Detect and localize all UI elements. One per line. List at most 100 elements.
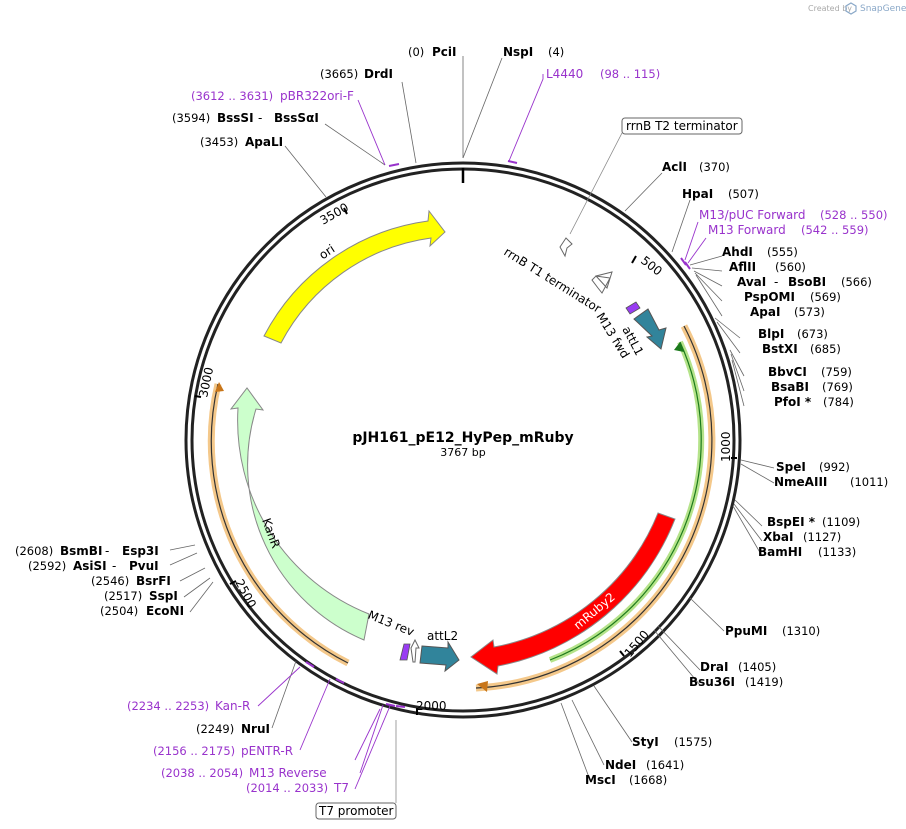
primer-pentr-r[interactable]: (2156 .. 2175) pENTR-R — [153, 744, 293, 758]
primer-range: (2234 .. 2253) — [127, 699, 209, 713]
feature-m13-fwd[interactable] — [625, 301, 641, 315]
site-pspomi[interactable]: PspOMI (569) — [744, 290, 841, 304]
site-ndei[interactable]: NdeI (1641) — [605, 758, 684, 772]
snapgene-logo-icon — [845, 2, 857, 15]
site-msci[interactable]: MscI (1668) — [585, 773, 667, 787]
site-enzyme: PciI — [432, 45, 457, 59]
site-pos: (1668) — [629, 773, 667, 787]
site-acli[interactable]: AclI (370) — [662, 160, 730, 174]
site-enzyme: BbvCI — [768, 365, 807, 379]
site-enzyme: Bsu36I — [689, 675, 735, 689]
site-drai[interactable]: DraI (1405) — [700, 660, 776, 674]
site-nrui[interactable]: (2249) NruI — [196, 722, 270, 736]
site-pos: (507) — [728, 187, 759, 201]
primer-range: (2156 .. 2175) — [153, 744, 235, 758]
primer-name: M13 Forward — [708, 223, 786, 237]
feature-rrnb-t2[interactable] — [559, 237, 573, 258]
site-pos: (1405) — [738, 660, 776, 674]
site-drdi[interactable]: (3665) DrdI — [320, 67, 393, 81]
site-sspi[interactable]: (2517) SspI — [104, 589, 178, 603]
backbone-outer — [184, 161, 742, 719]
primer-name: pENTR-R — [241, 744, 293, 758]
primer-m13-reverse[interactable]: (2038 .. 2054) M13 Reverse — [161, 766, 327, 780]
feature-m13-rev[interactable] — [399, 643, 411, 661]
site-bstxi[interactable]: BstXI (685) — [762, 342, 841, 356]
primer-range: (3612 .. 3631) — [191, 89, 273, 103]
site-enzyme: BsaBI — [771, 380, 809, 394]
map-length: 3767 bp — [440, 446, 485, 459]
primer-kan-r[interactable]: (2234 .. 2253) Kan-R — [127, 699, 250, 713]
primer-leader-lines — [257, 74, 707, 790]
feature-attl2[interactable] — [419, 640, 460, 673]
site-bspei[interactable]: BspEI * (1109) — [767, 515, 860, 529]
site-enzyme: NspI — [503, 45, 533, 59]
site-nspi[interactable]: NspI (4) — [503, 45, 564, 59]
site-bsu36i[interactable]: Bsu36I (1419) — [689, 675, 783, 689]
tick-label-3500: 3500 — [318, 200, 351, 227]
site-bamhi[interactable]: BamHI (1133) — [758, 545, 856, 559]
site-avai[interactable]: AvaI - BsoBI (566) — [737, 275, 872, 289]
site-pos: (1575) — [674, 735, 712, 749]
primer-pbr322ori-f[interactable]: (3612 .. 3631) pBR322ori-F — [191, 89, 354, 103]
site-enzyme: MscI — [585, 773, 616, 787]
site-pfoi[interactable]: PfoI * (784) — [774, 395, 854, 409]
site-bbvci[interactable]: BbvCI (759) — [768, 365, 852, 379]
feature-rrnb-t1[interactable] — [591, 271, 613, 294]
site-enzyme: BamHI — [758, 545, 802, 559]
site-blpi[interactable]: BlpI (673) — [758, 327, 828, 341]
feature-t7-promoter[interactable] — [410, 638, 420, 663]
credit-prefix: Created by — [808, 4, 852, 13]
site-pos: (1127) — [803, 530, 841, 544]
primer-m13-puc-forward[interactable]: M13/pUC Forward (528 .. 550) — [699, 208, 888, 222]
feature-kanr[interactable] — [229, 387, 370, 641]
site-nmeaiii[interactable]: NmeAIII (1011) — [774, 475, 888, 489]
site-pos: (1011) — [850, 475, 888, 489]
site-enzyme: PfoI * — [774, 395, 812, 409]
site-spei[interactable]: SpeI (992) — [776, 460, 850, 474]
site-econi[interactable]: (2504) EcoNI — [100, 604, 184, 618]
site-pos: (2504) — [100, 604, 138, 618]
site-bsmbi[interactable]: (2608) BsmBI - Esp3I — [15, 544, 159, 558]
site-hpai[interactable]: HpaI (507) — [682, 187, 759, 201]
site-enzyme: StyI — [632, 735, 659, 749]
site-pos: (1109) — [822, 515, 860, 529]
site-enzyme: PspOMI — [744, 290, 795, 304]
site-pos: (569) — [810, 290, 841, 304]
site-apali[interactable]: (3453) ApaLI — [200, 135, 283, 149]
primer-name: L4440 — [546, 67, 583, 81]
site-pos: (3594) — [172, 111, 210, 125]
site-ppumi[interactable]: PpuMI (1310) — [725, 624, 820, 638]
site-pos: (673) — [797, 327, 828, 341]
site-sep: - — [774, 275, 778, 289]
feature-attl1[interactable] — [633, 308, 667, 350]
site-pos: (759) — [821, 365, 852, 379]
tick-label-3000: 3000 — [196, 366, 216, 399]
site-bsssi[interactable]: (3594) BssSI - BssSαI — [172, 111, 319, 125]
site-enzyme: AflII — [729, 260, 756, 274]
site-bsabi[interactable]: BsaBI (769) — [771, 380, 853, 394]
site-bsrfi[interactable]: (2546) BsrFI — [91, 574, 171, 588]
feature-label-rrnb-t1: rrnB T1 terminator — [501, 245, 603, 316]
feature-label-attl2: attL2 — [427, 629, 458, 643]
site-apai[interactable]: ApaI (573) — [750, 305, 825, 319]
primer-t7[interactable]: (2014 .. 2033) T7 — [246, 781, 349, 795]
site-pos: (1133) — [818, 545, 856, 559]
box-rrnb-t2 — [621, 117, 743, 135]
site-asisi[interactable]: (2592) AsiSI - PvuI — [28, 559, 159, 573]
site-ahdi[interactable]: AhdI (555) — [722, 245, 798, 259]
primer-m13-forward[interactable]: M13 Forward (542 .. 559) — [708, 223, 869, 237]
label-rrnb-t2: rrnB T2 terminator — [626, 119, 738, 133]
site-pcii[interactable]: (0) PciI — [408, 45, 457, 59]
site-styi[interactable]: StyI (1575) — [632, 735, 712, 749]
tick-3500 — [343, 207, 348, 215]
feature-mruby2[interactable] — [470, 512, 676, 675]
site-enzyme: AsiSI — [73, 559, 107, 573]
site-xbai[interactable]: XbaI (1127) — [763, 530, 841, 544]
site-aflii[interactable]: AflII (560) — [729, 260, 806, 274]
site-enzyme: AvaI — [737, 275, 766, 289]
primer-l4440[interactable]: L4440 (98 .. 115) — [546, 67, 660, 81]
label-t7-promoter: T7 promoter — [318, 804, 394, 818]
feature-ori[interactable] — [263, 209, 446, 344]
site-enzyme: AhdI — [722, 245, 753, 259]
site-pos: (1641) — [646, 758, 684, 772]
